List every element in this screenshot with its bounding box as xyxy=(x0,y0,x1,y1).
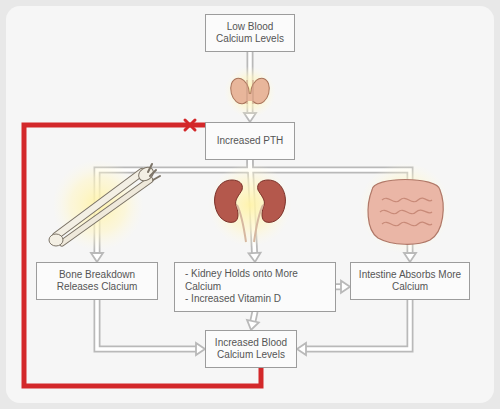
process-box: Intestine Absorbs More Calcium xyxy=(350,262,470,300)
box-text: Increased Blood Calcium Levels xyxy=(212,337,290,362)
intestine-illustration xyxy=(359,162,451,254)
process-box: - Kidney Holds onto More Calcium- Increa… xyxy=(174,262,336,312)
arrowhead xyxy=(297,343,306,355)
box-text: Increased PTH xyxy=(217,135,284,148)
background-panel xyxy=(6,6,494,403)
box-text: Bone Breakdown Releases Clacium xyxy=(43,269,151,294)
arrowhead xyxy=(247,320,259,330)
process-box: Increased Blood Calcium Levels xyxy=(205,330,297,368)
arrowhead xyxy=(404,253,416,262)
flow-arrow xyxy=(253,312,255,322)
flow-arrow-core xyxy=(253,312,255,322)
process-box: Bone Breakdown Releases Clacium xyxy=(36,262,158,300)
box-text: - Increased Vitamin D xyxy=(185,293,281,306)
process-box: Low Blood Calcium Levels xyxy=(205,14,295,52)
arrowhead xyxy=(196,343,205,355)
bone-illustration xyxy=(49,159,160,251)
arrowhead xyxy=(91,253,103,262)
thyroid-illustration xyxy=(224,66,276,118)
arrowhead xyxy=(341,281,350,293)
box-text: Low Blood Calcium Levels xyxy=(212,21,288,46)
box-text: - Kidney Holds onto More Calcium xyxy=(185,268,325,293)
process-box: Increased PTH xyxy=(205,122,295,160)
arrowhead xyxy=(249,253,261,262)
kidney-illustration xyxy=(208,163,292,247)
inhibition-mark xyxy=(185,120,195,130)
box-text: Intestine Absorbs More Calcium xyxy=(357,269,463,294)
